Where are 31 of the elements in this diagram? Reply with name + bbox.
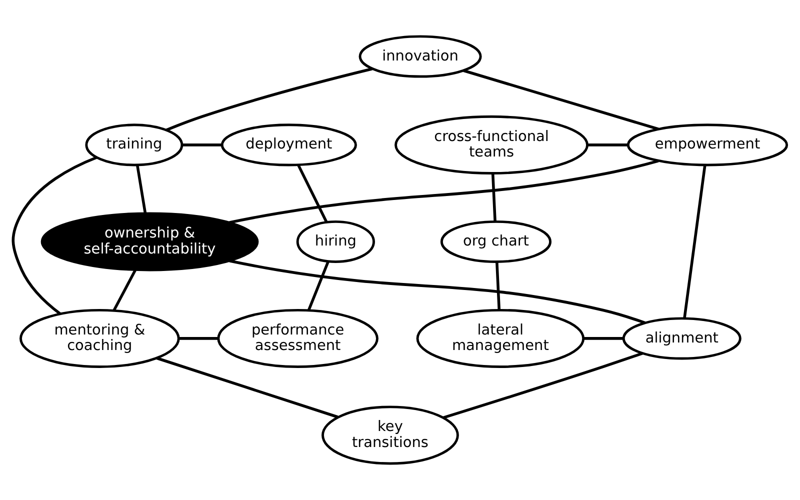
connector (112, 270, 137, 312)
connector (156, 356, 338, 418)
node-ellipse: deployment (220, 124, 357, 166)
connector (229, 160, 659, 224)
connector (166, 68, 372, 132)
connector (182, 144, 222, 146)
connector (136, 164, 147, 214)
connector (583, 337, 624, 340)
connector (588, 144, 628, 146)
node-ellipse: innovation (358, 35, 482, 78)
node-ellipse: hiring (296, 220, 375, 263)
connector (463, 69, 659, 130)
node-ellipse: mentoring & coaching (20, 308, 180, 368)
connector (307, 260, 330, 311)
connector (683, 164, 706, 319)
node-ellipse: performance assessment (217, 308, 378, 368)
connector (12, 156, 98, 315)
node-ellipse: key transitions (322, 406, 459, 465)
node-ellipse: cross-functional teams (394, 115, 589, 174)
connector (491, 173, 496, 222)
connector (297, 164, 328, 223)
node-ellipse: ownership & self-accountability (40, 212, 259, 272)
node-ellipse: org chart (440, 220, 552, 263)
node-ellipse: alignment (622, 317, 742, 360)
node-ellipse: training (85, 124, 184, 166)
connector (229, 260, 646, 324)
connector (496, 262, 501, 310)
connector (178, 337, 218, 340)
node-ellipse: lateral management (416, 308, 585, 368)
connector (443, 352, 644, 419)
node-ellipse: empowerment (626, 124, 788, 166)
